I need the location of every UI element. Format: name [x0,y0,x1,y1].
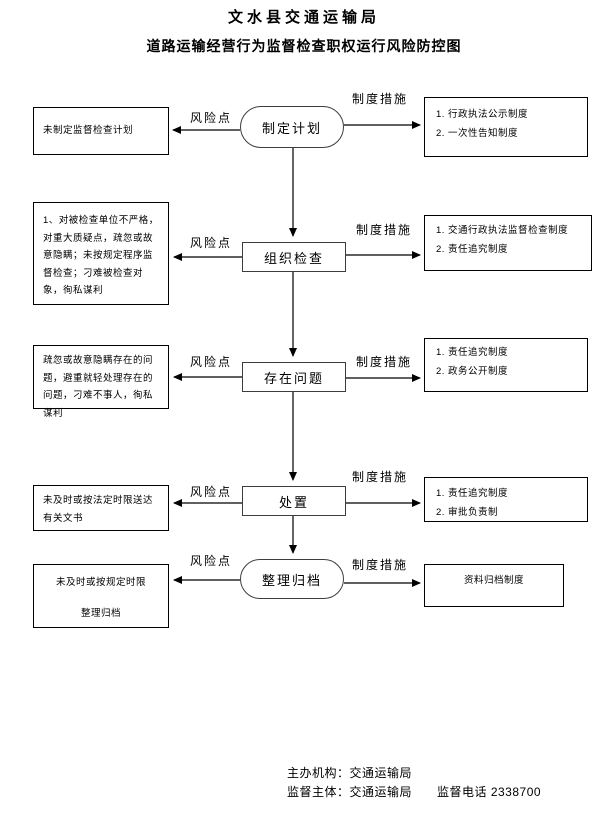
risk-box-5-line1: 未及时或按规定时限 [55,577,146,588]
step-node-archive: 整理归档 [240,559,344,599]
risk-box-1-text: 未制定监督检查计划 [43,125,134,137]
risk-box-5: 未及时或按规定时限 整理归档 [33,564,169,628]
step-node-plan: 制定计划 [240,106,344,148]
measure-item: 1. 交通行政执法监督检查制度 [436,225,569,236]
footer-host-org: 主办机构：交通运输局 [287,766,413,780]
risk-box-3-text: 疏忽或故意隐瞒存在的问题，避重就轻处理存在的问题，刁难不事人，徇私谋利 [43,355,154,419]
step-node-inspect-label: 组织检查 [263,250,324,266]
measure-item: 资料归档制度 [463,575,524,586]
risk-box-2-text: 1、对被检查单位不严格，对重大质疑点，疏忽或故意隐瞒；未按规定程序监督检查；刁难… [43,215,159,296]
step-node-dispose: 处置 [242,486,346,516]
footer: 主办机构：交通运输局 监督主体：交通运输局 监督电话 2338700 [287,764,541,802]
measure-label-5: 制度措施 [352,556,409,573]
risk-box-5-line2: 整理归档 [80,607,121,619]
measure-box-4: 1. 责任追究制度 2. 审批负责制 [424,477,588,522]
measure-item: 1. 行政执法公示制度 [436,109,529,120]
risk-box-1: 未制定监督检查计划 [33,107,169,155]
step-node-plan-label: 制定计划 [261,120,322,136]
measure-item: 2. 审批负责制 [436,507,499,518]
measure-item: 2. 责任追究制度 [436,244,509,255]
step-node-problems-label: 存在问题 [263,370,324,386]
risk-point-label-5: 风险点 [190,552,233,569]
step-node-dispose-label: 处置 [278,494,309,510]
step-node-archive-label: 整理归档 [261,572,322,588]
measure-item: 2. 政务公开制度 [436,366,509,377]
risk-point-label-4: 风险点 [190,483,233,500]
measure-box-5: 资料归档制度 [424,564,564,607]
step-node-inspect: 组织检查 [242,242,346,272]
measure-label-2: 制度措施 [356,221,413,238]
measure-box-3: 1. 责任追究制度 2. 政务公开制度 [424,338,588,392]
risk-box-4-text: 未及时或按法定时限送达有关文书 [43,495,154,524]
measure-item: 1. 责任追究制度 [436,488,509,499]
footer-supervisor: 监督主体：交通运输局 监督电话 2338700 [287,785,542,799]
risk-box-4: 未及时或按法定时限送达有关文书 [33,485,169,531]
measure-item: 2. 一次性告知制度 [436,128,519,139]
risk-point-label-2: 风险点 [190,234,233,251]
measure-item: 1. 责任追究制度 [436,347,509,358]
risk-point-label-1: 风险点 [190,109,233,126]
risk-box-3: 疏忽或故意隐瞒存在的问题，避重就轻处理存在的问题，刁难不事人，徇私谋利 [33,345,169,419]
page-title: 文水县交通运输局 [227,9,380,26]
measure-box-2: 1. 交通行政执法监督检查制度 2. 责任追究制度 [424,215,592,271]
measure-label-3: 制度措施 [356,353,413,370]
risk-box-2: 1、对被检查单位不严格，对重大质疑点，疏忽或故意隐瞒；未按规定程序监督检查；刁难… [33,202,169,305]
page-subtitle: 道路运输经营行为监督检查职权运行风险防控图 [146,38,462,54]
step-node-problems: 存在问题 [242,362,346,392]
measure-box-1: 1. 行政执法公示制度 2. 一次性告知制度 [424,97,588,157]
measure-label-1: 制度措施 [352,90,409,107]
measure-label-4: 制度措施 [352,468,409,485]
risk-point-label-3: 风险点 [190,353,233,370]
